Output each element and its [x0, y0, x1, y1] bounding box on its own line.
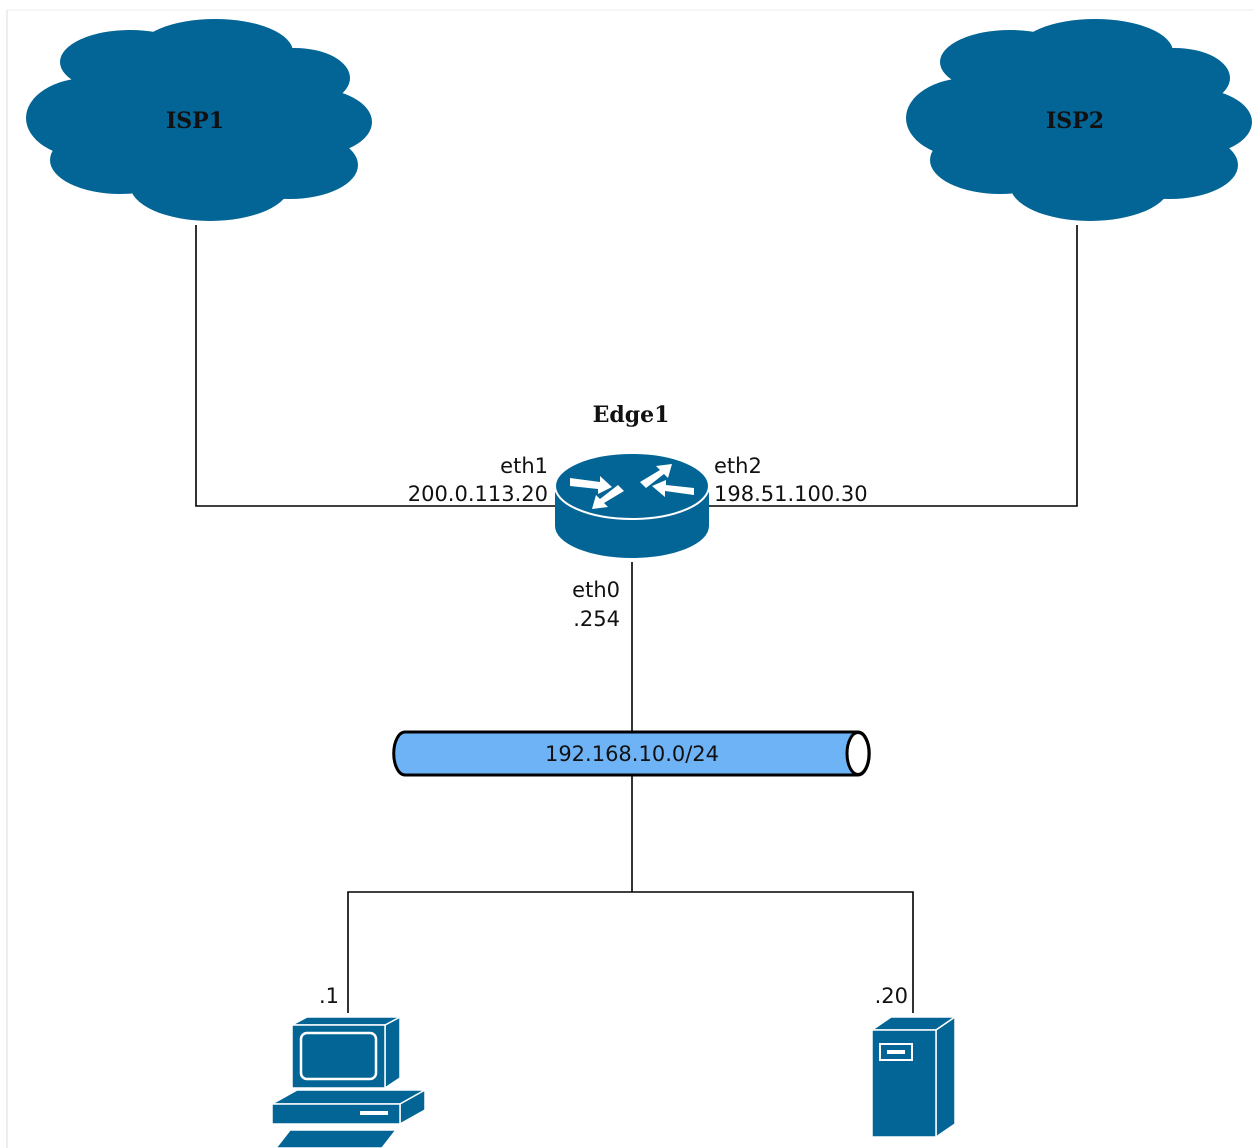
pc-ip: .1	[319, 984, 339, 1008]
workstation-icon	[269, 1015, 428, 1148]
eth1-name: eth1	[500, 454, 548, 478]
eth1-ip: 200.0.113.20	[408, 482, 548, 506]
links	[195, 225, 1078, 1013]
isp1-label: ISP1	[166, 108, 224, 134]
lan-label: 192.168.10.0/24	[545, 742, 719, 766]
server-ip: .20	[875, 984, 908, 1008]
link-lan-server	[632, 891, 914, 1013]
eth0-ip: .254	[573, 607, 620, 631]
isp2-cloud-icon	[906, 19, 1252, 221]
link-isp1-edge1	[195, 225, 555, 507]
lan-segment-icon	[392, 730, 871, 777]
isp1-cloud-icon	[26, 19, 372, 221]
router-icon	[554, 452, 710, 558]
edge1-label: Edge1	[593, 402, 670, 428]
link-isp2-edge1	[708, 225, 1078, 507]
isp2-label: ISP2	[1046, 108, 1104, 134]
eth2-name: eth2	[714, 454, 762, 478]
eth0-name: eth0	[572, 578, 620, 602]
link-lan-pc	[347, 891, 632, 1013]
server-icon	[869, 1015, 958, 1139]
eth2-ip: 198.51.100.30	[714, 482, 868, 506]
